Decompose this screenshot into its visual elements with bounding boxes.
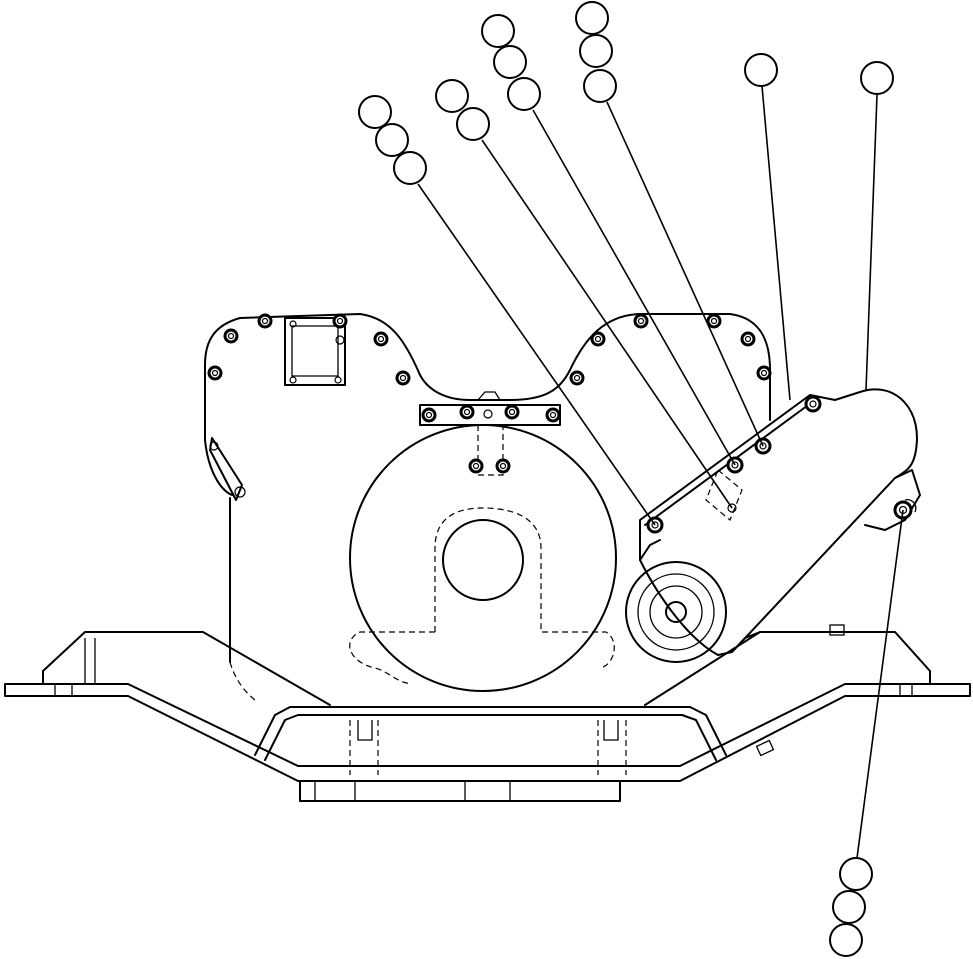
callout-stack-c3 <box>481 14 541 111</box>
callout-stack-c5 <box>744 53 778 87</box>
base-frame <box>4 624 971 802</box>
leader-lines <box>417 85 904 859</box>
pulley <box>625 561 727 663</box>
callout-stack-c2 <box>435 79 490 141</box>
air-cleaner-canister <box>639 388 921 656</box>
callout-stack-c7 <box>829 857 873 957</box>
callout-stack-c4 <box>575 1 617 103</box>
flywheel-housing <box>349 424 617 692</box>
callout-bubbles <box>358 1 894 957</box>
callout-stack-c1 <box>358 95 427 185</box>
callout-stack-c6 <box>860 61 894 95</box>
cover-bolts <box>207 313 772 474</box>
engine-cover <box>204 313 771 701</box>
